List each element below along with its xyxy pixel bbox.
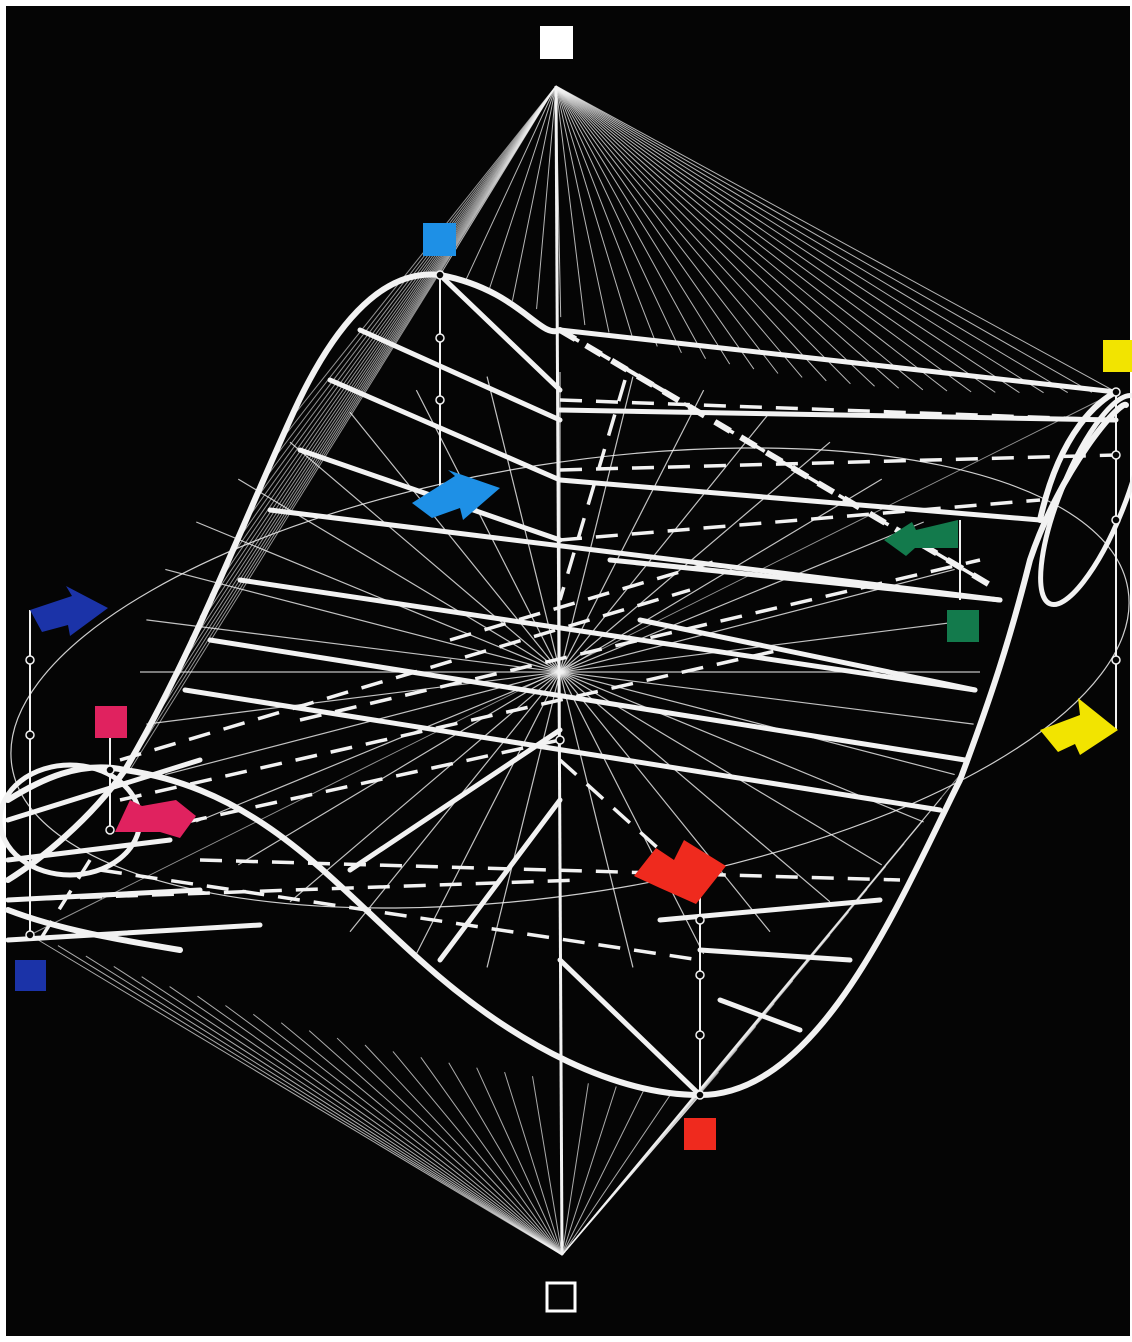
- dark-blue-square-marker: [15, 960, 46, 991]
- guide-node-2: [436, 334, 444, 342]
- guide-node-1: [436, 271, 444, 279]
- guide-node-10: [26, 931, 34, 939]
- guide-node-17: [556, 736, 564, 744]
- guide-node-4: [1112, 388, 1120, 396]
- green-square-marker: [947, 610, 979, 642]
- yellow-square-marker: [1103, 340, 1132, 372]
- guide-node-3: [436, 396, 444, 404]
- guide-node-14: [696, 916, 704, 924]
- red-square-marker: [684, 1118, 716, 1150]
- guide-node-15: [106, 766, 114, 774]
- guide-node-16: [106, 826, 114, 834]
- guide-node-11: [696, 1091, 704, 1099]
- guide-node-12: [696, 1031, 704, 1039]
- guide-node-8: [26, 656, 34, 664]
- magenta-square-marker: [95, 706, 127, 738]
- guide-node-7: [1112, 656, 1120, 664]
- white-square-top-marker: [540, 26, 573, 59]
- guide-node-5: [1112, 451, 1120, 459]
- guide-node-9: [26, 731, 34, 739]
- guide-node-6: [1112, 516, 1120, 524]
- guide-node-13: [696, 971, 704, 979]
- light-blue-square-marker: [423, 223, 456, 256]
